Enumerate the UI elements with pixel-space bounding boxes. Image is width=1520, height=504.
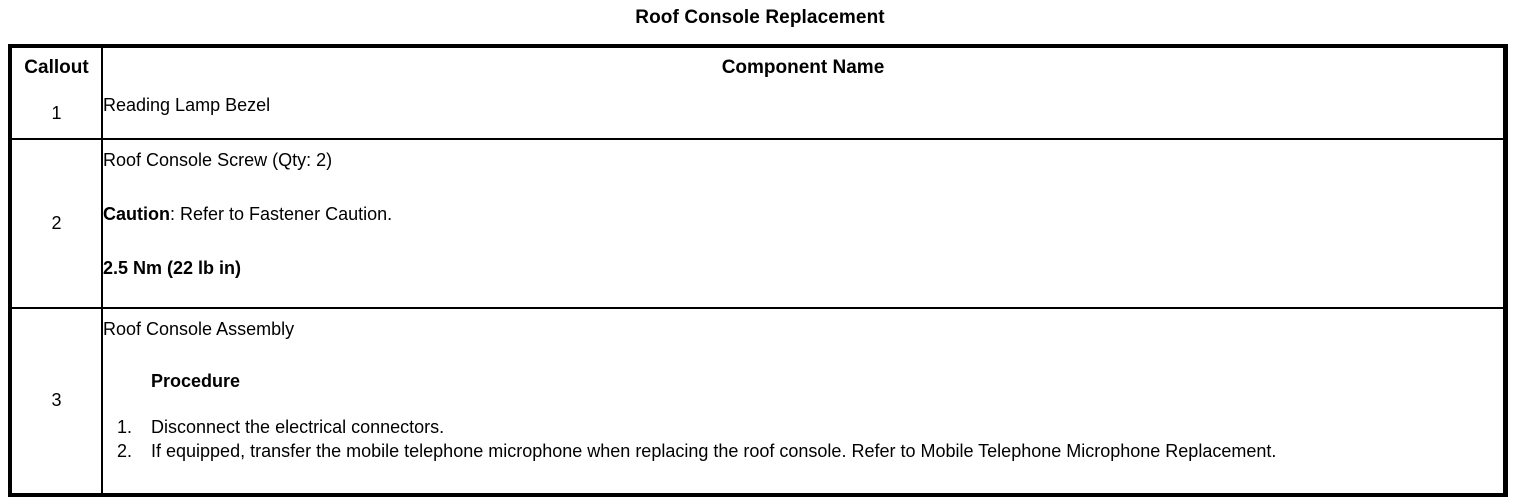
caution-note: Caution: Refer to Fastener Caution. (103, 202, 1503, 226)
torque-specification: 2.5 Nm (22 lb in) (103, 258, 242, 278)
component-cell: Roof Console Screw (Qty: 2) Caution: Ref… (102, 139, 1503, 309)
procedure-step-list: Disconnect the electrical connectors. If… (103, 415, 1503, 464)
table-header-row: Callout Component Name (12, 48, 1503, 88)
callout-number: 1 (12, 88, 103, 140)
parts-table-container: Callout Component Name 1 Reading Lamp Be… (8, 44, 1508, 497)
callout-number: 3 (12, 307, 103, 493)
callout-number: 2 (12, 139, 103, 309)
table-header: Callout Component Name (12, 48, 1503, 88)
table-row: 2 Roof Console Screw (Qty: 2) Caution: R… (12, 139, 1503, 309)
table-row: 3 Roof Console Assembly Procedure Discon… (12, 307, 1503, 493)
table-row: 1 Reading Lamp Bezel (12, 88, 1503, 140)
procedure-step: Disconnect the electrical connectors. (117, 415, 445, 439)
component-name: Roof Console Screw (Qty: 2) (103, 150, 333, 170)
component-name: Roof Console Assembly (103, 318, 295, 339)
procedure-step: If equipped, transfer the mobile telepho… (117, 439, 1277, 463)
caution-label: Caution (103, 204, 170, 224)
column-header-callout: Callout (12, 48, 103, 88)
component-cell: Roof Console Assembly Procedure Disconne… (102, 308, 1503, 493)
caution-text: : Refer to Fastener Caution. (170, 204, 393, 224)
table-body: 1 Reading Lamp Bezel 2 Roof Console Scre… (12, 88, 1503, 493)
page-title: Roof Console Replacement (635, 7, 885, 28)
parts-table: Callout Component Name 1 Reading Lamp Be… (12, 48, 1503, 493)
procedure-heading: Procedure (151, 370, 241, 391)
column-header-component-name: Component Name (721, 57, 885, 78)
component-cell: Reading Lamp Bezel (102, 88, 1503, 140)
component-name: Reading Lamp Bezel (103, 95, 271, 115)
